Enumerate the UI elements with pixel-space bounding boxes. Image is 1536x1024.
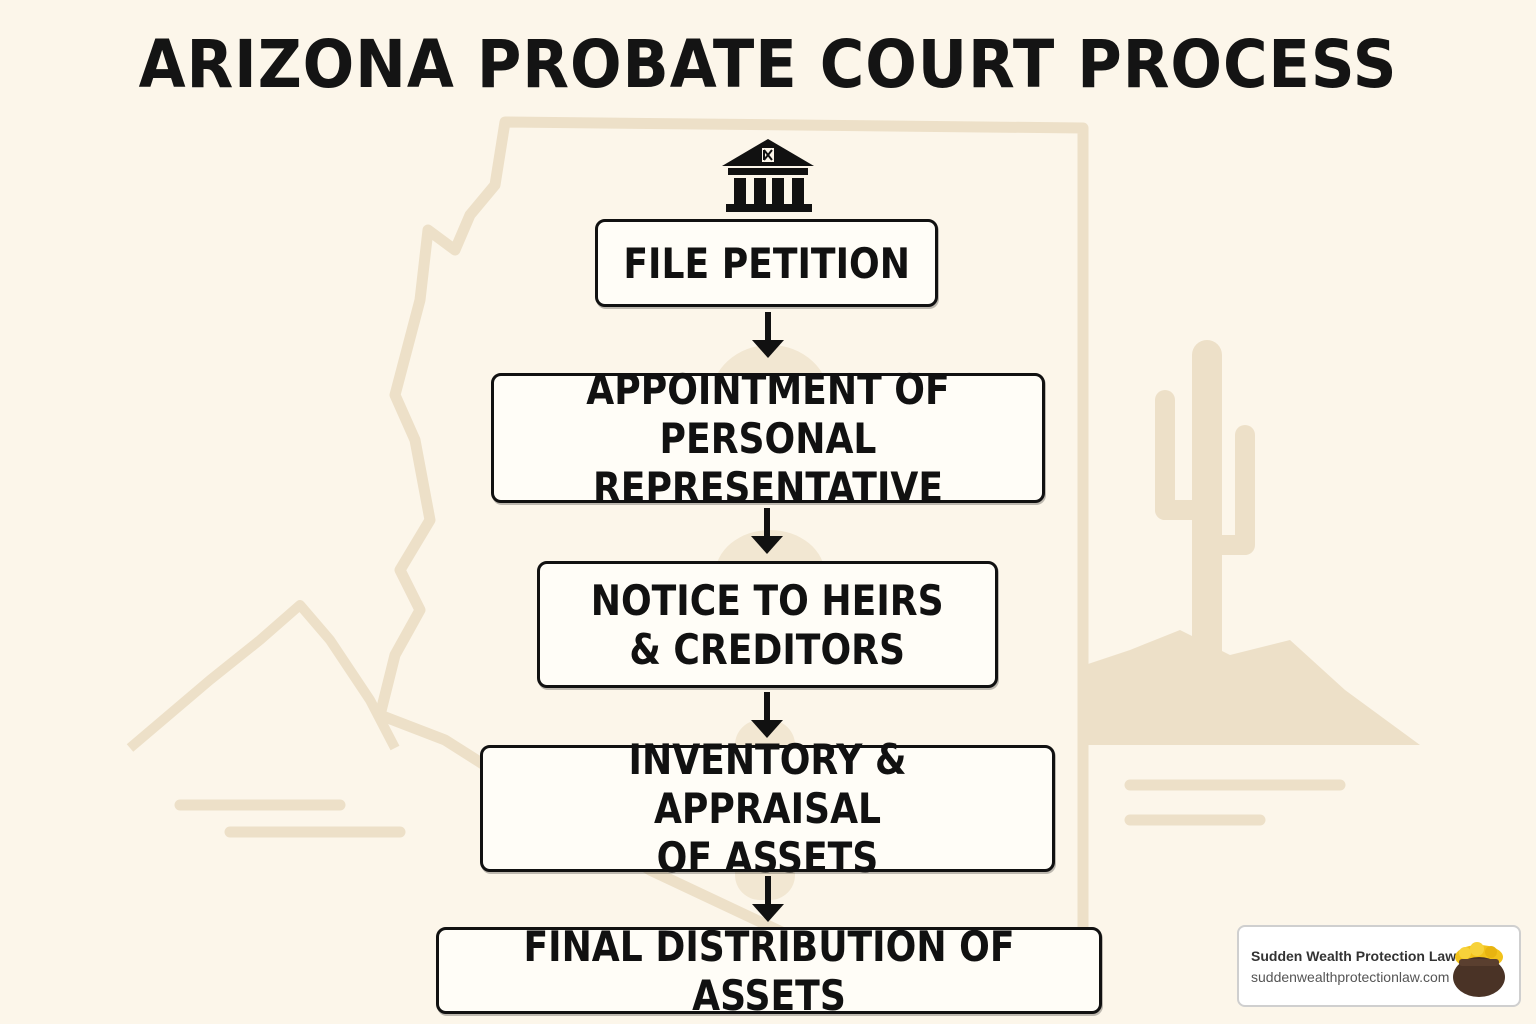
page-title: ARIZONA PROBATE COURT PROCESS	[138, 26, 1398, 103]
step-label: INVENTORY & APPRAISAL OF ASSETS	[628, 735, 907, 882]
arrow-down-icon	[751, 508, 783, 554]
mountain-right	[1085, 630, 1420, 745]
step-appointment-personal-representative: APPOINTMENT OF PERSONAL REPRESENTATIVE	[491, 365, 1045, 512]
step-final-distribution: FINAL DISTRIBUTION OF ASSETS	[436, 922, 1102, 1020]
pot-of-gold-icon	[1453, 942, 1505, 997]
step-label: APPOINTMENT OF PERSONAL REPRESENTATIVE	[586, 364, 950, 512]
arrow-down-icon	[752, 312, 784, 358]
mountain-left	[126, 600, 400, 752]
step-label: NOTICE TO HEIRS & CREDITORS	[591, 575, 944, 674]
brand-url[interactable]: suddenwealthprotectionlaw.com	[1251, 969, 1450, 985]
arrow-down-icon	[752, 876, 784, 922]
brand-name: Sudden Wealth Protection Law.	[1251, 948, 1460, 964]
step-label: FINAL DISTRIBUTION OF ASSETS	[523, 921, 1015, 1020]
step-inventory-appraisal: INVENTORY & APPRAISAL OF ASSETS	[480, 735, 1055, 882]
step-label: FILE PETITION	[623, 238, 910, 288]
brand-badge[interactable]: Sudden Wealth Protection Law. suddenweal…	[1237, 925, 1521, 1007]
step-file-petition: FILE PETITION	[595, 219, 938, 307]
arrow-down-icon	[751, 692, 783, 738]
step-notice-heirs-creditors: NOTICE TO HEIRS & CREDITORS	[537, 561, 998, 688]
courthouse-icon	[722, 139, 814, 212]
cactus	[1155, 340, 1255, 720]
